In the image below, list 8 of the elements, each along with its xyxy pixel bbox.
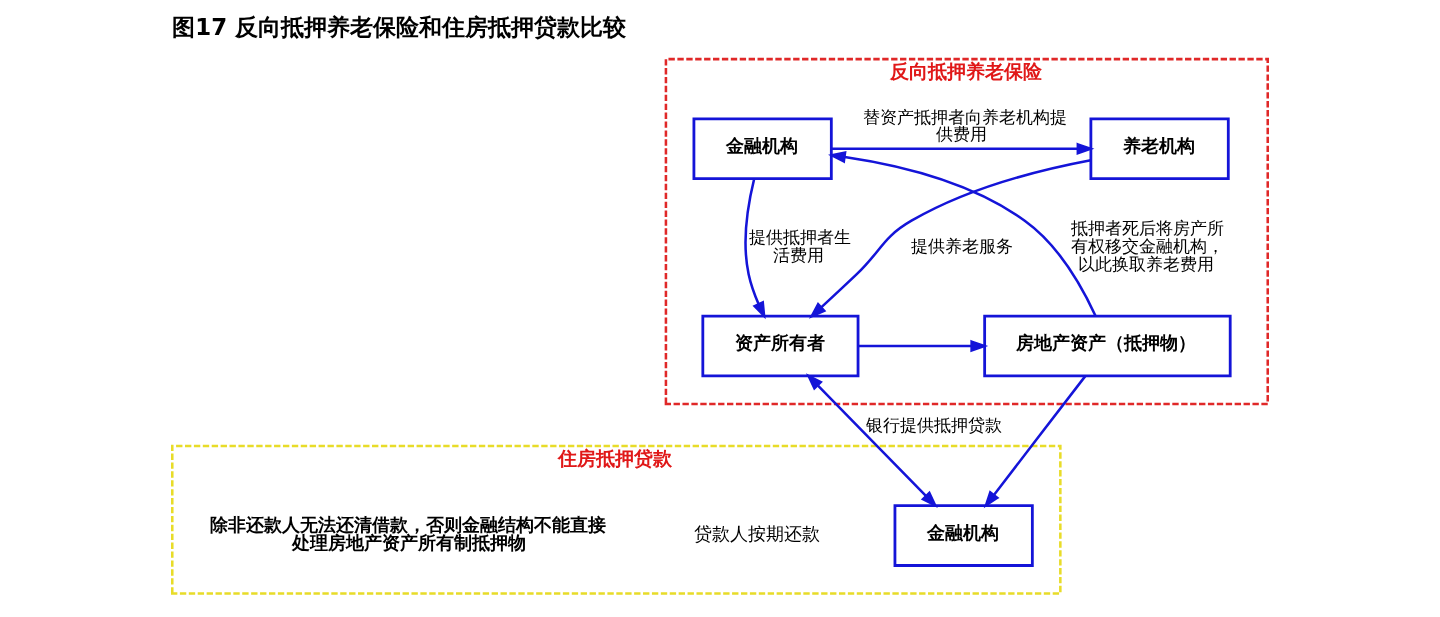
edge-label: 银行提供抵押贷款 [865,416,1002,436]
edge-label: 提供抵押者生活费用 [748,227,851,265]
label: 贷款人按期还款 [693,523,820,545]
diagram-title: 图17 反向抵押养老保险和住房抵押贷款比较 [172,14,627,41]
label: 除非还款人无法还清借款，否则金融结构不能直接处理房地产资产所有制抵押物 [210,513,607,553]
edge-label: 替资产抵押者向养老机构提供费用 [863,107,1068,145]
edge-label: 抵押者死后将房产所有权移交金融机构，以此换取养老费用 [1070,218,1224,274]
edge-label: 提供养老服务 [911,236,1014,256]
